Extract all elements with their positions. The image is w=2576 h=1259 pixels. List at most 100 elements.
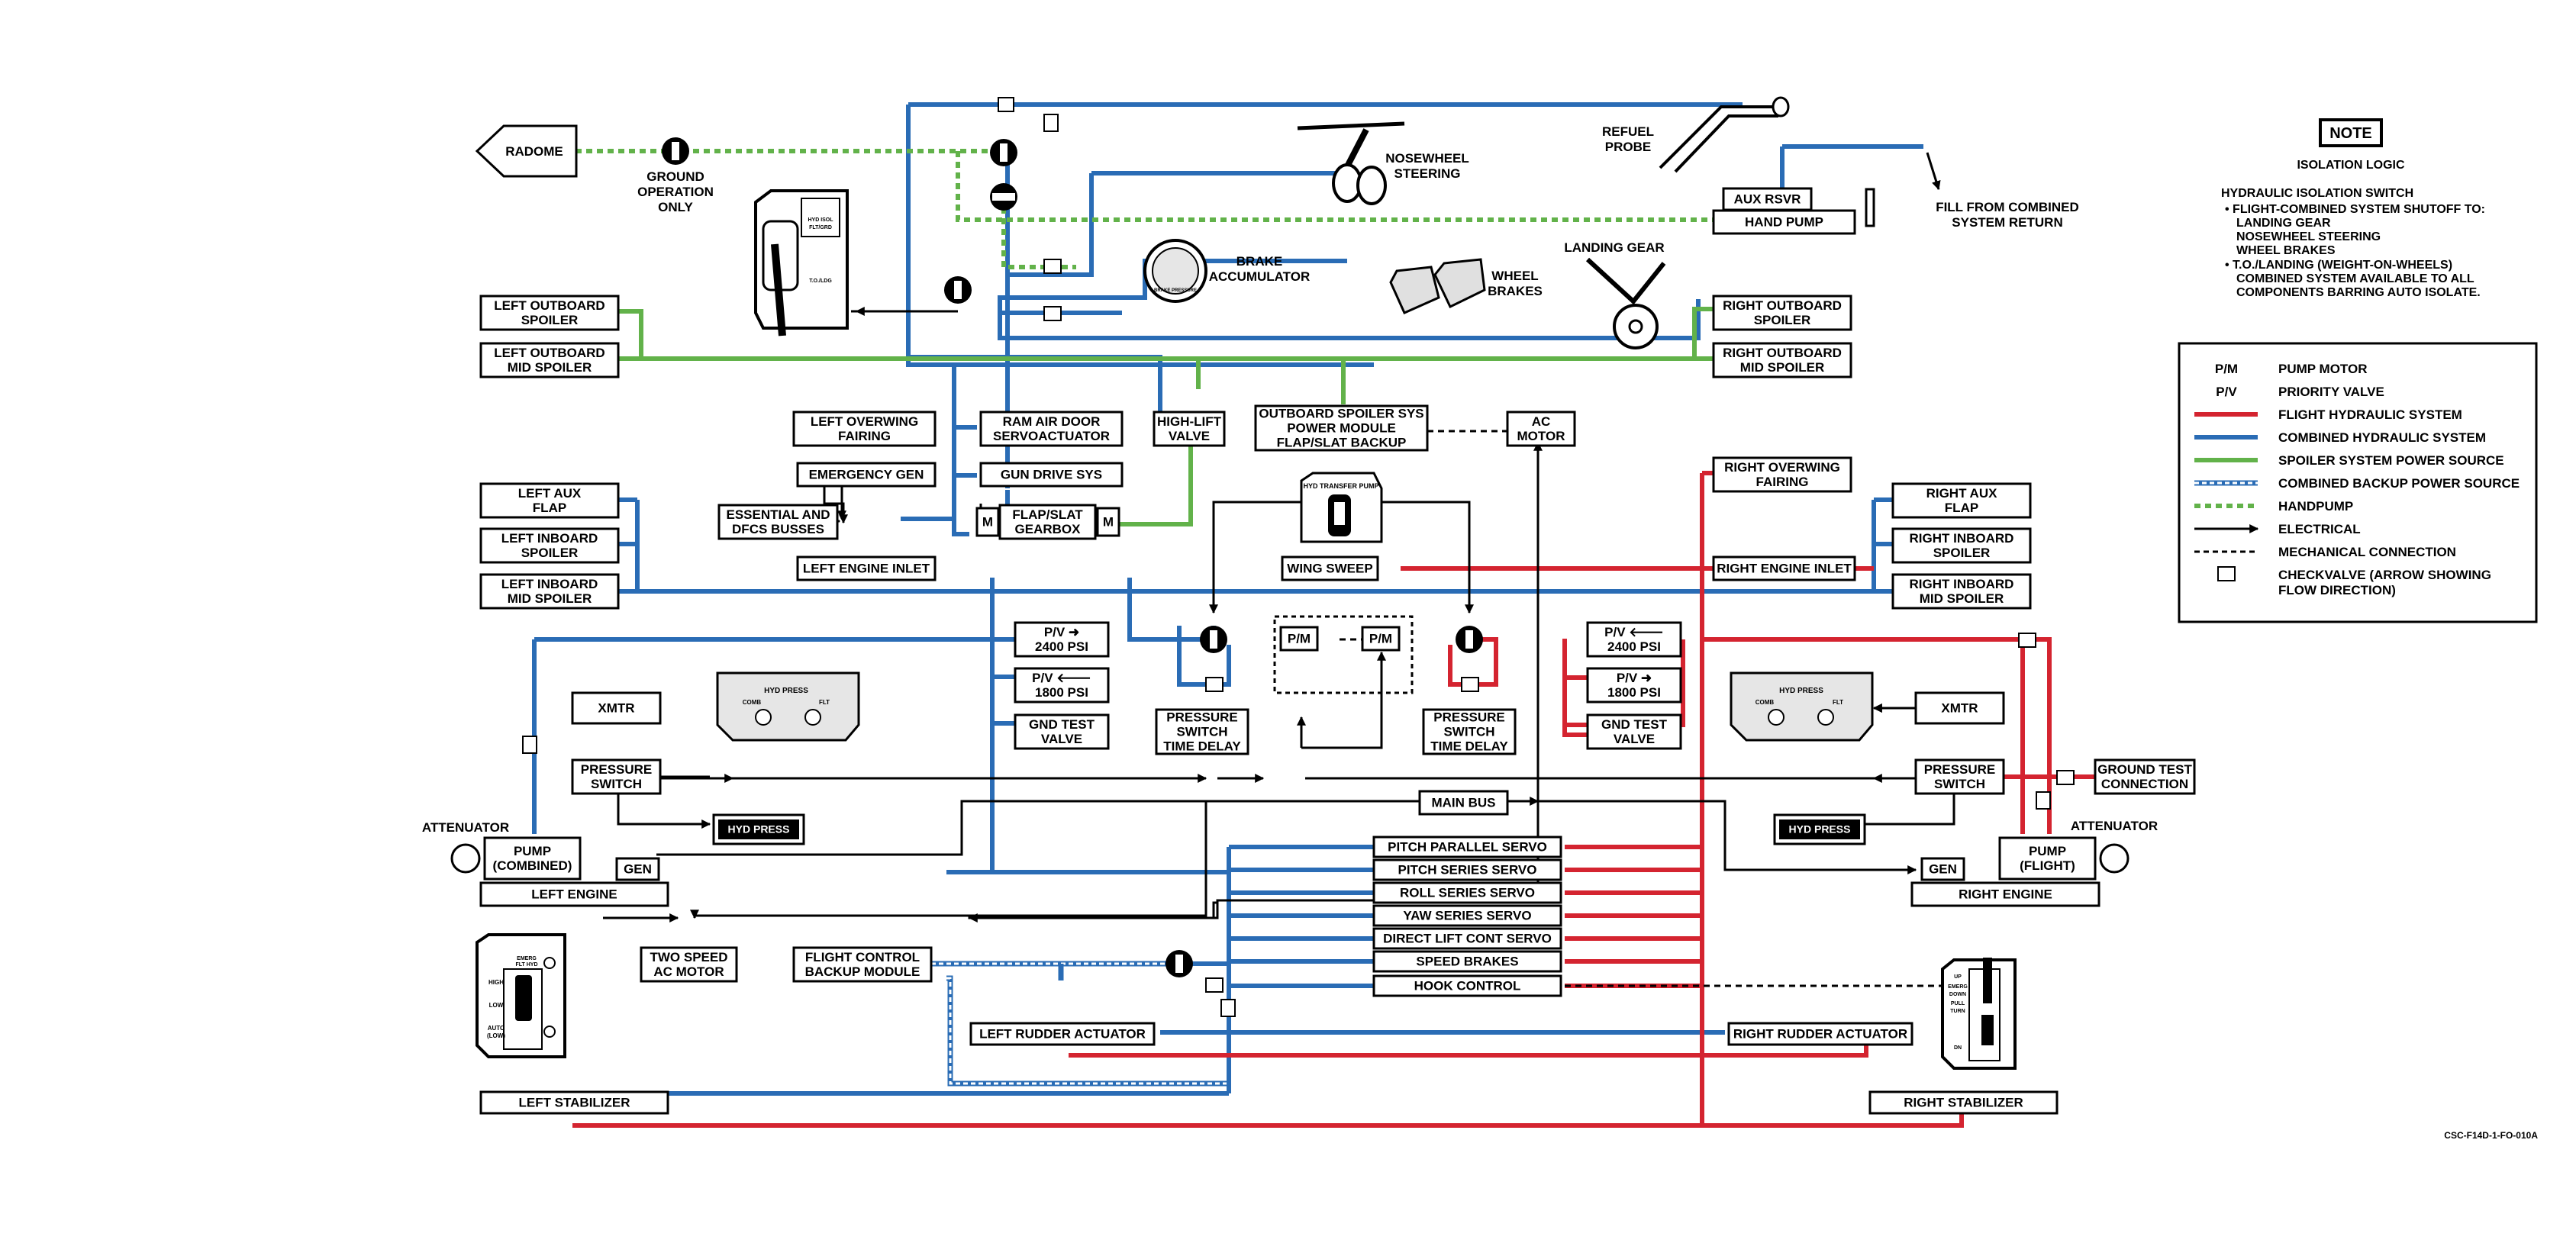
motor-m-box [975,507,1000,537]
gnd-test-right-label: GND TEST [1601,717,1668,732]
isolation-logic-note: NOTE ISOLATION LOGIC HYDRAULIC ISOLATION… [2221,118,2485,299]
hook-handle-panel: UP EMERG DOWN PULL TURN DN [1941,958,2017,1070]
gen-right-label: GEN [1929,861,1957,876]
speed-brakes-box: SPEED BRAKES [1372,950,1562,973]
radome-label: RADOME [505,144,563,159]
two-speed-ac-motor-frame [640,946,738,983]
note-line-1: LANDING GEAR [2236,217,2331,230]
press-sw-td-right-label: PRESSURE [1433,710,1505,724]
valve-ground-op [662,137,689,165]
right-inboard-mid-spoiler-label: RIGHT INBOARD [1910,577,2014,591]
left-rudder-actuator-label: LEFT RUDDER ACTUATOR [979,1026,1146,1041]
note-line-5: COMBINED SYSTEM AVAILABLE TO ALL [2236,272,2474,285]
gnd-test-left-label: VALVE [1041,732,1082,746]
note-line-6: COMPONENTS BARRING AUTO ISOLATE. [2236,286,2481,299]
right-aux-flap-label: RIGHT AUX [1926,486,1998,501]
pv-1800-left-label: P/V 🡐 [1032,671,1091,685]
pump-combined-label: PUMP [514,844,551,858]
left-outboard-spoiler-label: SPOILER [521,313,579,327]
legend-key: P/M [2215,362,2238,376]
pm-right-box: P/M [1361,626,1401,652]
speed-brakes-frame [1372,950,1562,973]
refuel-probe-icon [1659,96,1790,173]
ground-test-connection-frame [2094,758,2196,795]
high-lift-valve-frame [1153,411,1226,447]
pm-left-box: P/M [1279,626,1319,652]
pv-2400-right-box: P/V 🡐2400 PSI [1586,621,1682,658]
pv-2400-left-label: P/V ➜ [1044,625,1079,639]
pv-1800-left-box: P/V 🡐1800 PSI [1014,667,1110,704]
checkvalve-icons [522,97,2075,1017]
gen-left-box: GEN [615,857,660,881]
motor-m-label: M [1103,514,1114,529]
left-inboard-mid-spoiler-label: LEFT INBOARD [501,577,598,591]
right-inboard-mid-spoiler-label: MID SPOILER [1920,591,2004,606]
landing-gear-icon [1585,257,1666,349]
right-engine-label: RIGHT ENGINE [1959,887,2052,901]
svg-text:HYD PRESS: HYD PRESS [764,687,808,695]
hyd-press-indicator-right-screen [1779,819,1860,839]
press-sw-td-right-frame [1422,708,1517,755]
pump-flight-label: PUMP [2029,844,2066,858]
note-heading: HYDRAULIC ISOLATION SWITCH [2221,187,2413,200]
left-overwing-fairing-frame [792,411,937,447]
pv-2400-left-frame [1014,621,1110,658]
roll-series-servo-frame [1372,881,1562,904]
legend-label: COMBINED BACKUP POWER SOURCE [2278,476,2520,491]
right-overwing-fairing-label: RIGHT OVERWING [1724,460,1840,475]
direct-lift-cont-servo-label: DIRECT LIFT CONT SERVO [1383,931,1552,945]
press-switch-left-label: SWITCH [591,777,642,791]
flap-slat-gearbox-label: GEARBOX [1015,522,1082,536]
left-stabilizer-label: LEFT STABILIZER [518,1095,630,1109]
legend-label: PRIORITY VALVE [2278,385,2384,399]
svg-text:BRAKE PRESSURE: BRAKE PRESSURE [1154,288,1197,293]
outboard-spoiler-module-label: FLAP/SLAT BACKUP [1277,435,1407,449]
pv-1800-right-label: P/V ➜ [1617,671,1652,685]
pv-1800-left-frame [1014,667,1110,704]
press-switch-right-label: PRESSURE [1924,762,1996,777]
valve-isolation [944,276,972,304]
flight-control-backup-frame [792,946,933,983]
press-sw-td-right-label: TIME DELAY [1430,739,1508,753]
legend-label: ELECTRICAL [2278,522,2361,536]
right-outboard-mid-spoiler-label: RIGHT OUTBOARD [1723,346,1842,360]
pv-2400-right-label: 2400 PSI [1607,639,1661,654]
left-outboard-mid-spoiler-label: MID SPOILER [508,360,592,375]
legend-key: P/V [2216,385,2237,399]
pv-2400-right-label: P/V 🡐 [1604,625,1664,639]
left-engine-inlet-label: LEFT ENGINE INLET [803,561,930,575]
pump-flight-frame [1998,836,2097,881]
right-inboard-spoiler-label: RIGHT INBOARD [1910,531,2014,546]
xmtr-left-frame [571,691,662,725]
right-overwing-fairing-frame [1712,456,1852,493]
xmtr-left-box: XMTR [571,691,662,725]
svg-text:EMERG: EMERG [1948,984,1968,990]
emergency-gen-label: EMERGENCY GEN [809,467,924,481]
svg-text:HYD PRESS: HYD PRESS [1779,687,1823,695]
valve-right-transfer [1456,626,1483,653]
svg-text:PULL: PULL [1951,1001,1965,1006]
roll-series-servo-box: ROLL SERIES SERVO [1372,881,1562,904]
right-engine-box: RIGHT ENGINE [1910,881,2100,907]
pv-2400-left-label: 2400 PSI [1035,639,1088,654]
outboard-spoiler-module-label: OUTBOARD SPOILER SYS [1259,406,1423,420]
attenuator-right-label: ATTENUATOR [2071,819,2158,833]
essential-dfcs-label: ESSENTIAL AND [726,507,830,522]
left-inboard-mid-spoiler-frame [479,573,620,610]
xmtr-right-box: XMTR [1914,691,2005,725]
right-aux-flap-frame [1891,482,2032,519]
left-engine-label: LEFT ENGINE [531,887,617,901]
gen-left-frame [615,857,660,881]
aux-rsvr-frame [1722,187,1813,211]
gun-drive-sys-label: GUN DRIVE SYS [1001,467,1102,481]
